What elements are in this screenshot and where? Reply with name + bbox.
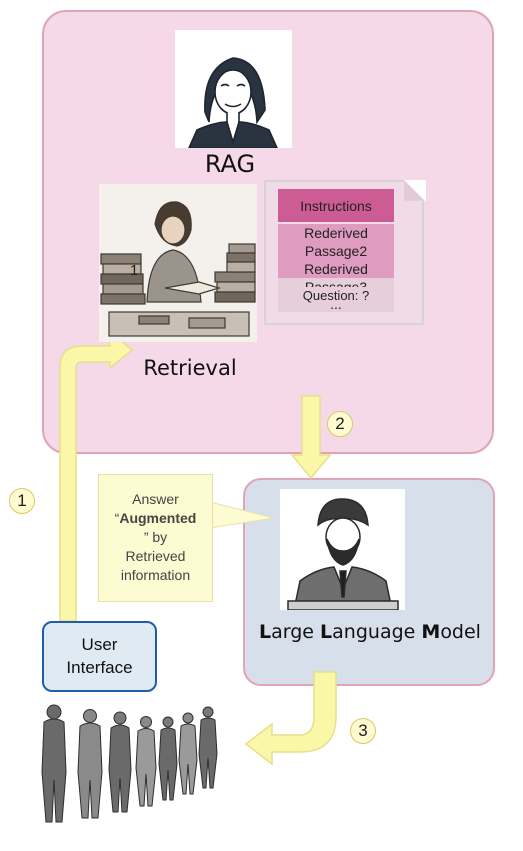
retrieval-person-image xyxy=(99,184,257,342)
instructions-text: Instructions xyxy=(300,198,372,214)
arrow-ui-to-retrieval xyxy=(59,330,134,622)
arrow-llm-to-users xyxy=(244,671,337,766)
callout-line-2: “Augmented xyxy=(100,509,211,528)
question-text: Question: ? xyxy=(302,288,370,303)
passage-row-2: Passage2 xyxy=(304,243,368,259)
passage-row-4: Passage3 xyxy=(304,279,368,287)
llm-label-l3: M xyxy=(421,621,441,643)
question-ellipsis: ... xyxy=(330,299,342,309)
retrieval-label: Retrieval xyxy=(143,356,237,380)
retrieval-step-marker: 1 xyxy=(130,262,139,279)
step-3-badge: 3 xyxy=(350,718,376,744)
callout-quote-open: “ xyxy=(114,510,120,526)
callout-line-1: Answer xyxy=(132,491,179,507)
llm-label-l1: L xyxy=(259,621,272,643)
rag-title: RAG xyxy=(204,150,256,178)
ui-label-line-2: Interface xyxy=(66,658,133,677)
instructions-block xyxy=(278,189,394,222)
llm-label-w2: anguage xyxy=(332,621,422,643)
document-corner-fold xyxy=(404,180,426,202)
callout-line-3: Retrieved xyxy=(125,548,186,564)
user-interface-box xyxy=(42,621,157,692)
llm-label: Large Language Model xyxy=(248,621,492,643)
user-interface-label: User Interface xyxy=(42,633,157,679)
answer-callout xyxy=(98,474,213,602)
callout-line-4: information xyxy=(120,567,191,583)
step-1-badge: 1 xyxy=(9,488,35,514)
passage-row-1: Rederived xyxy=(304,225,368,241)
arrow-rag-to-llm xyxy=(290,395,332,480)
llm-label-w3: odel xyxy=(440,621,481,643)
llm-label-w1: arge xyxy=(271,621,321,643)
callout-quote-by: ” by xyxy=(143,529,168,545)
rag-person-image xyxy=(175,30,292,148)
ui-label-line-1: User xyxy=(81,635,118,654)
llm-person-image xyxy=(280,489,405,610)
callout-pointer xyxy=(210,501,275,529)
passage-row-3: Rederived xyxy=(304,261,368,277)
step-2-badge: 2 xyxy=(327,411,353,437)
callout-augmented: Augmented xyxy=(119,510,197,526)
llm-label-l2: L xyxy=(320,621,333,643)
passage-block xyxy=(278,224,394,278)
users-crowd-image xyxy=(40,702,225,826)
answer-callout-text: Answer “Augmented ” by Retrieved informa… xyxy=(100,490,211,585)
question-block xyxy=(278,278,394,312)
